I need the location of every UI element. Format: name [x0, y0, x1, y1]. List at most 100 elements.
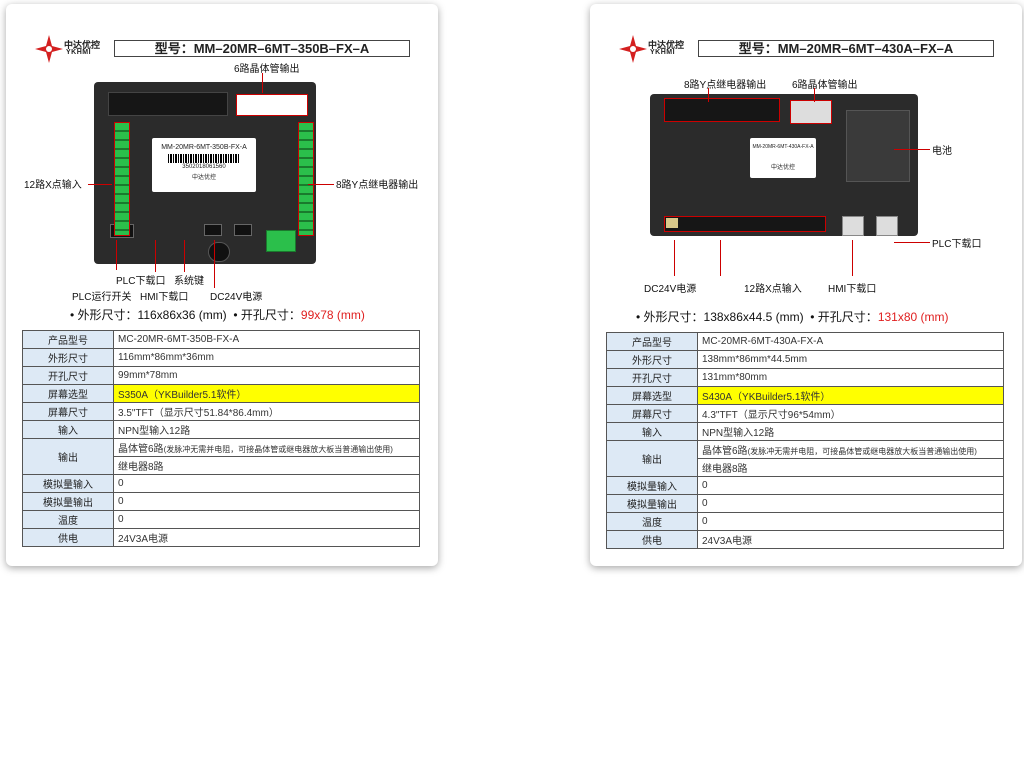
spec-key: 温度 — [22, 510, 114, 529]
spec-key: 模拟量输入 — [606, 476, 698, 495]
spec-value: 0 — [697, 476, 1004, 495]
spec-value: 3.5"TFT（显示尺寸51.84*86.4mm） — [113, 402, 420, 421]
label-hmi-download: HMI下载口 — [828, 284, 877, 295]
brand-name-en: YKHMI — [650, 49, 676, 56]
top-connector-strip — [108, 92, 228, 116]
device-photo-right: MM-20MR-6MT-430A-FX-A 中达优控 — [650, 94, 918, 236]
spec-value-main: 晶体管6路 — [118, 444, 164, 455]
spec-value: 99mm*78mm — [113, 366, 420, 385]
label-plc-run-switch: PLC运行开关 — [72, 292, 132, 303]
spec-value: NPN型输入12路 — [113, 420, 420, 439]
spec-value: 4.3"TFT（显示尺寸96*54mm） — [697, 404, 1004, 423]
label-transistor-out: 6路晶体管输出 — [234, 64, 300, 75]
spec-key: 开孔尺寸 — [606, 368, 698, 387]
model-title: 型号：MM–20MR–6MT–350B–FX–A — [114, 40, 410, 57]
label-dc24v: DC24V电源 — [644, 284, 697, 295]
spec-value: 晶体管6路(发脉冲无需并电阻，可接晶体管或继电器放大板当普通输出使用) — [697, 440, 1004, 459]
cut-prefix: • 开孔尺寸： — [810, 310, 878, 324]
spec-key: 产品型号 — [22, 330, 114, 349]
label-y-relay: 8路Y点继电器输出 — [336, 180, 419, 191]
spec-value: NPN型输入12路 — [697, 422, 1004, 441]
y-relay-terminals — [664, 98, 780, 122]
spec-value: 0 — [113, 510, 420, 529]
outer-size: • 外形尺寸：138x86x44.5 (mm) — [636, 310, 804, 324]
spec-value: 0 — [697, 494, 1004, 513]
spec-value: 138mm*86mm*44.5mm — [697, 350, 1004, 369]
label-transistor-out: 6路晶体管输出 — [792, 80, 858, 91]
spec-key: 产品型号 — [606, 332, 698, 351]
spec-key: 屏幕尺寸 — [606, 404, 698, 423]
dc24v-terminal — [666, 218, 678, 228]
spec-key: 温度 — [606, 512, 698, 531]
spec-key: 输出 — [22, 438, 114, 475]
spec-key: 屏幕选型 — [22, 384, 114, 403]
brand-name-cn: 中达优控 — [64, 40, 101, 50]
transistor-terminal-block — [790, 100, 832, 124]
spec-value: MC-20MR-6MT-350B-FX-A — [113, 330, 420, 349]
label-x-inputs: 12路X点输入 — [24, 180, 82, 191]
label-y-relay: 8路Y点继电器输出 — [684, 80, 767, 91]
spec-value: 24V3A电源 — [113, 528, 420, 547]
hmi-download-port — [842, 216, 864, 236]
spec-key: 模拟量输入 — [22, 474, 114, 493]
spec-value-note: (发脉冲无需并电阻，可接晶体管或继电器放大板当普通输出使用) — [747, 447, 977, 456]
spec-value: 116mm*86mm*36mm — [113, 348, 420, 367]
spec-key: 外形尺寸 — [606, 350, 698, 369]
spec-key: 屏幕尺寸 — [22, 402, 114, 421]
brand-logo: 中达优控 YKHMI — [618, 34, 684, 64]
brand-name-cn: 中达优控 — [648, 40, 685, 50]
spec-key: 输入 — [606, 422, 698, 441]
brand-star-icon — [35, 35, 63, 63]
transistor-terminal-block — [236, 94, 308, 116]
spec-key: 输入 — [22, 420, 114, 439]
spec-key: 供电 — [22, 528, 114, 547]
cut-size: 99x78 (mm) — [300, 308, 365, 322]
device-sticker: MM-20MR-6MT-430A-FX-A 中达优控 — [750, 138, 816, 178]
spec-value: S430A（YKBuilder5.1软件） — [697, 386, 1004, 405]
label-x-inputs: 12路X点输入 — [744, 284, 802, 295]
brand-star-icon — [619, 35, 647, 63]
label-system-key: 系统键 — [174, 276, 204, 287]
power-terminal — [266, 230, 296, 252]
label-plc-download: PLC下载口 — [932, 239, 982, 250]
device-photo-left: MM-20MR-6MT-350B-FX-A 3502018061560 中达优控 — [94, 82, 316, 264]
plc-download-port — [876, 216, 898, 236]
spec-value: 0 — [113, 474, 420, 493]
spec-key: 模拟量输出 — [606, 494, 698, 513]
spec-row: 继电器8路 — [607, 458, 1004, 477]
x-input-terminals — [664, 216, 826, 232]
spec-key: 模拟量输出 — [22, 492, 114, 511]
label-plc-download: PLC下载口 — [116, 276, 166, 287]
label-hmi-download: HMI下载口 — [140, 292, 189, 303]
spec-value-note: (发脉冲无需并电阻，可接晶体管或继电器放大板当普通输出使用) — [163, 445, 393, 454]
product-card-left: 中达优控 YKHMI 型号：MM–20MR–6MT–350B–FX–A MM-2… — [6, 4, 438, 566]
system-key — [208, 242, 230, 262]
spec-value: 继电器8路 — [697, 458, 1004, 477]
cut-prefix: • 开孔尺寸： — [233, 308, 301, 322]
hmi-download-port — [234, 224, 252, 236]
spec-key: 外形尺寸 — [22, 348, 114, 367]
outer-size: • 外形尺寸：116x86x36 (mm) — [70, 308, 227, 322]
product-card-right: 中达优控 YKHMI 型号：MM–20MR–6MT–430A–FX–A MM-2… — [590, 4, 1022, 566]
brand-name-en: YKHMI — [66, 49, 92, 56]
battery-compartment — [846, 110, 910, 182]
dimensions-line: • 外形尺寸：138x86x44.5 (mm) • 开孔尺寸：131x80 (m… — [636, 308, 949, 325]
spec-value: MC-20MR-6MT-430A-FX-A — [697, 332, 1004, 351]
spec-row: 输出晶体管6路(发脉冲无需并电阻，可接晶体管或继电器放大板当普通输出使用) — [606, 440, 1004, 477]
